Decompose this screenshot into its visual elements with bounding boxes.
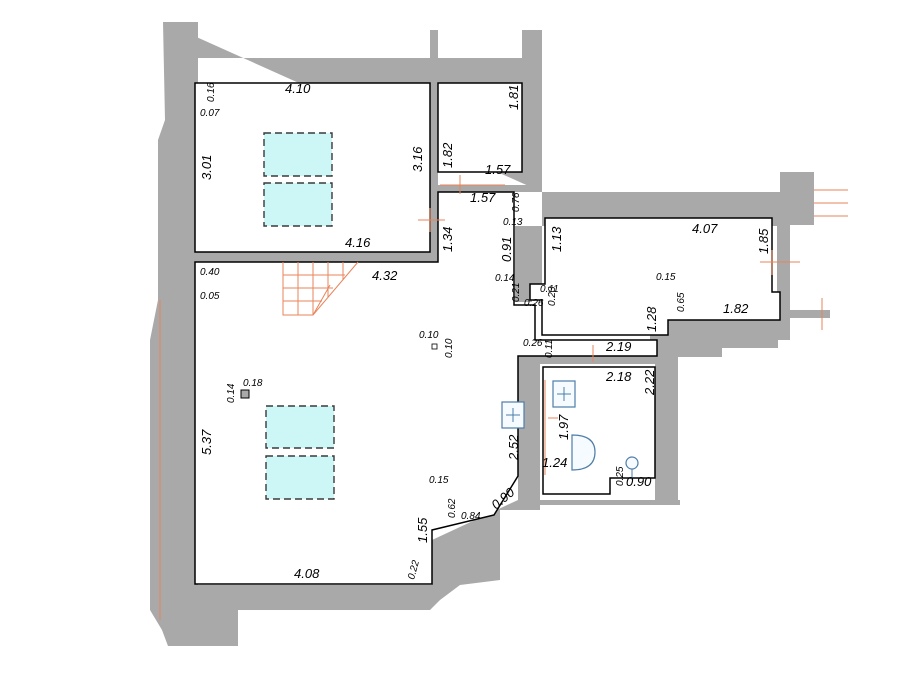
dim-d13: 1.34 — [440, 227, 455, 252]
dim-d49: 1.55 — [415, 517, 430, 543]
dim-d37: 0.18 — [243, 378, 263, 389]
dim-d24: 0.11 — [540, 284, 559, 295]
dim-d27: 0.65 — [676, 292, 687, 312]
dim-d32: 0.26 — [523, 338, 543, 349]
dim-d22: 0.21 — [511, 283, 522, 302]
room-top-small — [437, 82, 523, 173]
dim-d33: 0.11 — [544, 339, 555, 358]
washbasin-icon — [625, 456, 639, 470]
dim-d21: 0.05 — [200, 291, 220, 302]
dim-d19: 4.32 — [372, 268, 398, 283]
dim-d11: 0.76 — [511, 192, 522, 212]
dim-d25: 0.23 — [547, 286, 558, 306]
dim-d51: 0.22 — [406, 559, 422, 581]
wall-right-ext — [790, 310, 830, 318]
wall-partition-stub — [438, 185, 542, 192]
dim-d2: 0.16 — [206, 82, 217, 102]
dim-d23: 0.26 — [524, 298, 544, 309]
skylight-2 — [263, 182, 333, 227]
dim-d12: 0.13 — [503, 217, 523, 228]
dim-d16: 0.14 — [495, 273, 515, 284]
dim-d15: 1.13 — [549, 226, 564, 252]
dim-d38: 0.14 — [226, 383, 237, 403]
room-right — [529, 217, 781, 336]
dim-d34: 2.19 — [605, 339, 631, 354]
toilet-icon — [571, 434, 596, 471]
dim-d5: 3.16 — [410, 146, 425, 172]
dim-d30: 0.10 — [419, 330, 439, 341]
dim-d47: 0.84 — [461, 511, 481, 522]
dim-d4: 3.01 — [199, 155, 214, 180]
wall-bottom — [198, 476, 680, 610]
dim-d14: 0.91 — [499, 237, 514, 262]
skylight-1 — [263, 132, 333, 177]
dim-d44: 0.90 — [626, 474, 652, 489]
column-marker — [240, 389, 250, 399]
dimension-labels: 4.10 0.16 0.07 3.01 3.16 4.16 1.82 1.81 … — [199, 81, 771, 581]
dim-d3: 0.07 — [200, 108, 220, 119]
dim-d43: 0.25 — [615, 466, 626, 486]
wall-bathroom-right — [655, 356, 665, 500]
dim-d29: 1.28 — [644, 306, 659, 332]
dim-d45: 0.15 — [429, 475, 449, 486]
wall-right-lower — [660, 320, 790, 505]
dim-d39: 1.97 — [556, 414, 571, 440]
dim-d40: 5.37 — [199, 429, 214, 455]
dim-d26: 0.15 — [656, 272, 676, 283]
wall-top-left — [163, 22, 814, 320]
dim-d17: 4.07 — [692, 221, 718, 236]
skylight-3 — [265, 405, 335, 449]
annotation-lines — [159, 175, 848, 620]
wall-bathroom — [518, 356, 660, 476]
skylights — [263, 132, 335, 500]
dim-d46: 0.62 — [447, 498, 458, 518]
column-marker-small — [431, 343, 438, 350]
dim-d28: 1.82 — [723, 301, 749, 316]
dim-d31: 0.10 — [444, 338, 455, 358]
wall-column — [515, 226, 542, 302]
dim-d18: 1.85 — [756, 228, 771, 254]
dim-d9: 1.57 — [485, 162, 511, 177]
wall-partition-mid — [198, 252, 438, 262]
dim-d8: 1.81 — [506, 85, 521, 110]
wall-partition-top — [430, 58, 438, 262]
dim-d41: 2.52 — [506, 434, 521, 461]
dim-d10: 1.57 — [470, 190, 496, 205]
dim-d35: 2.18 — [605, 369, 632, 384]
wall-left — [150, 22, 238, 646]
skylight-4 — [265, 455, 335, 500]
dim-d6: 4.16 — [345, 235, 371, 250]
dim-d42: 1.24 — [542, 455, 567, 470]
dim-d7: 1.82 — [440, 142, 455, 168]
dim-d50: 4.08 — [294, 566, 320, 581]
dim-d36: 2.22 — [642, 369, 657, 396]
staircase — [282, 261, 359, 316]
fixtures — [240, 343, 639, 480]
dim-d20: 0.40 — [200, 267, 220, 278]
dim-d1: 4.10 — [285, 81, 311, 96]
